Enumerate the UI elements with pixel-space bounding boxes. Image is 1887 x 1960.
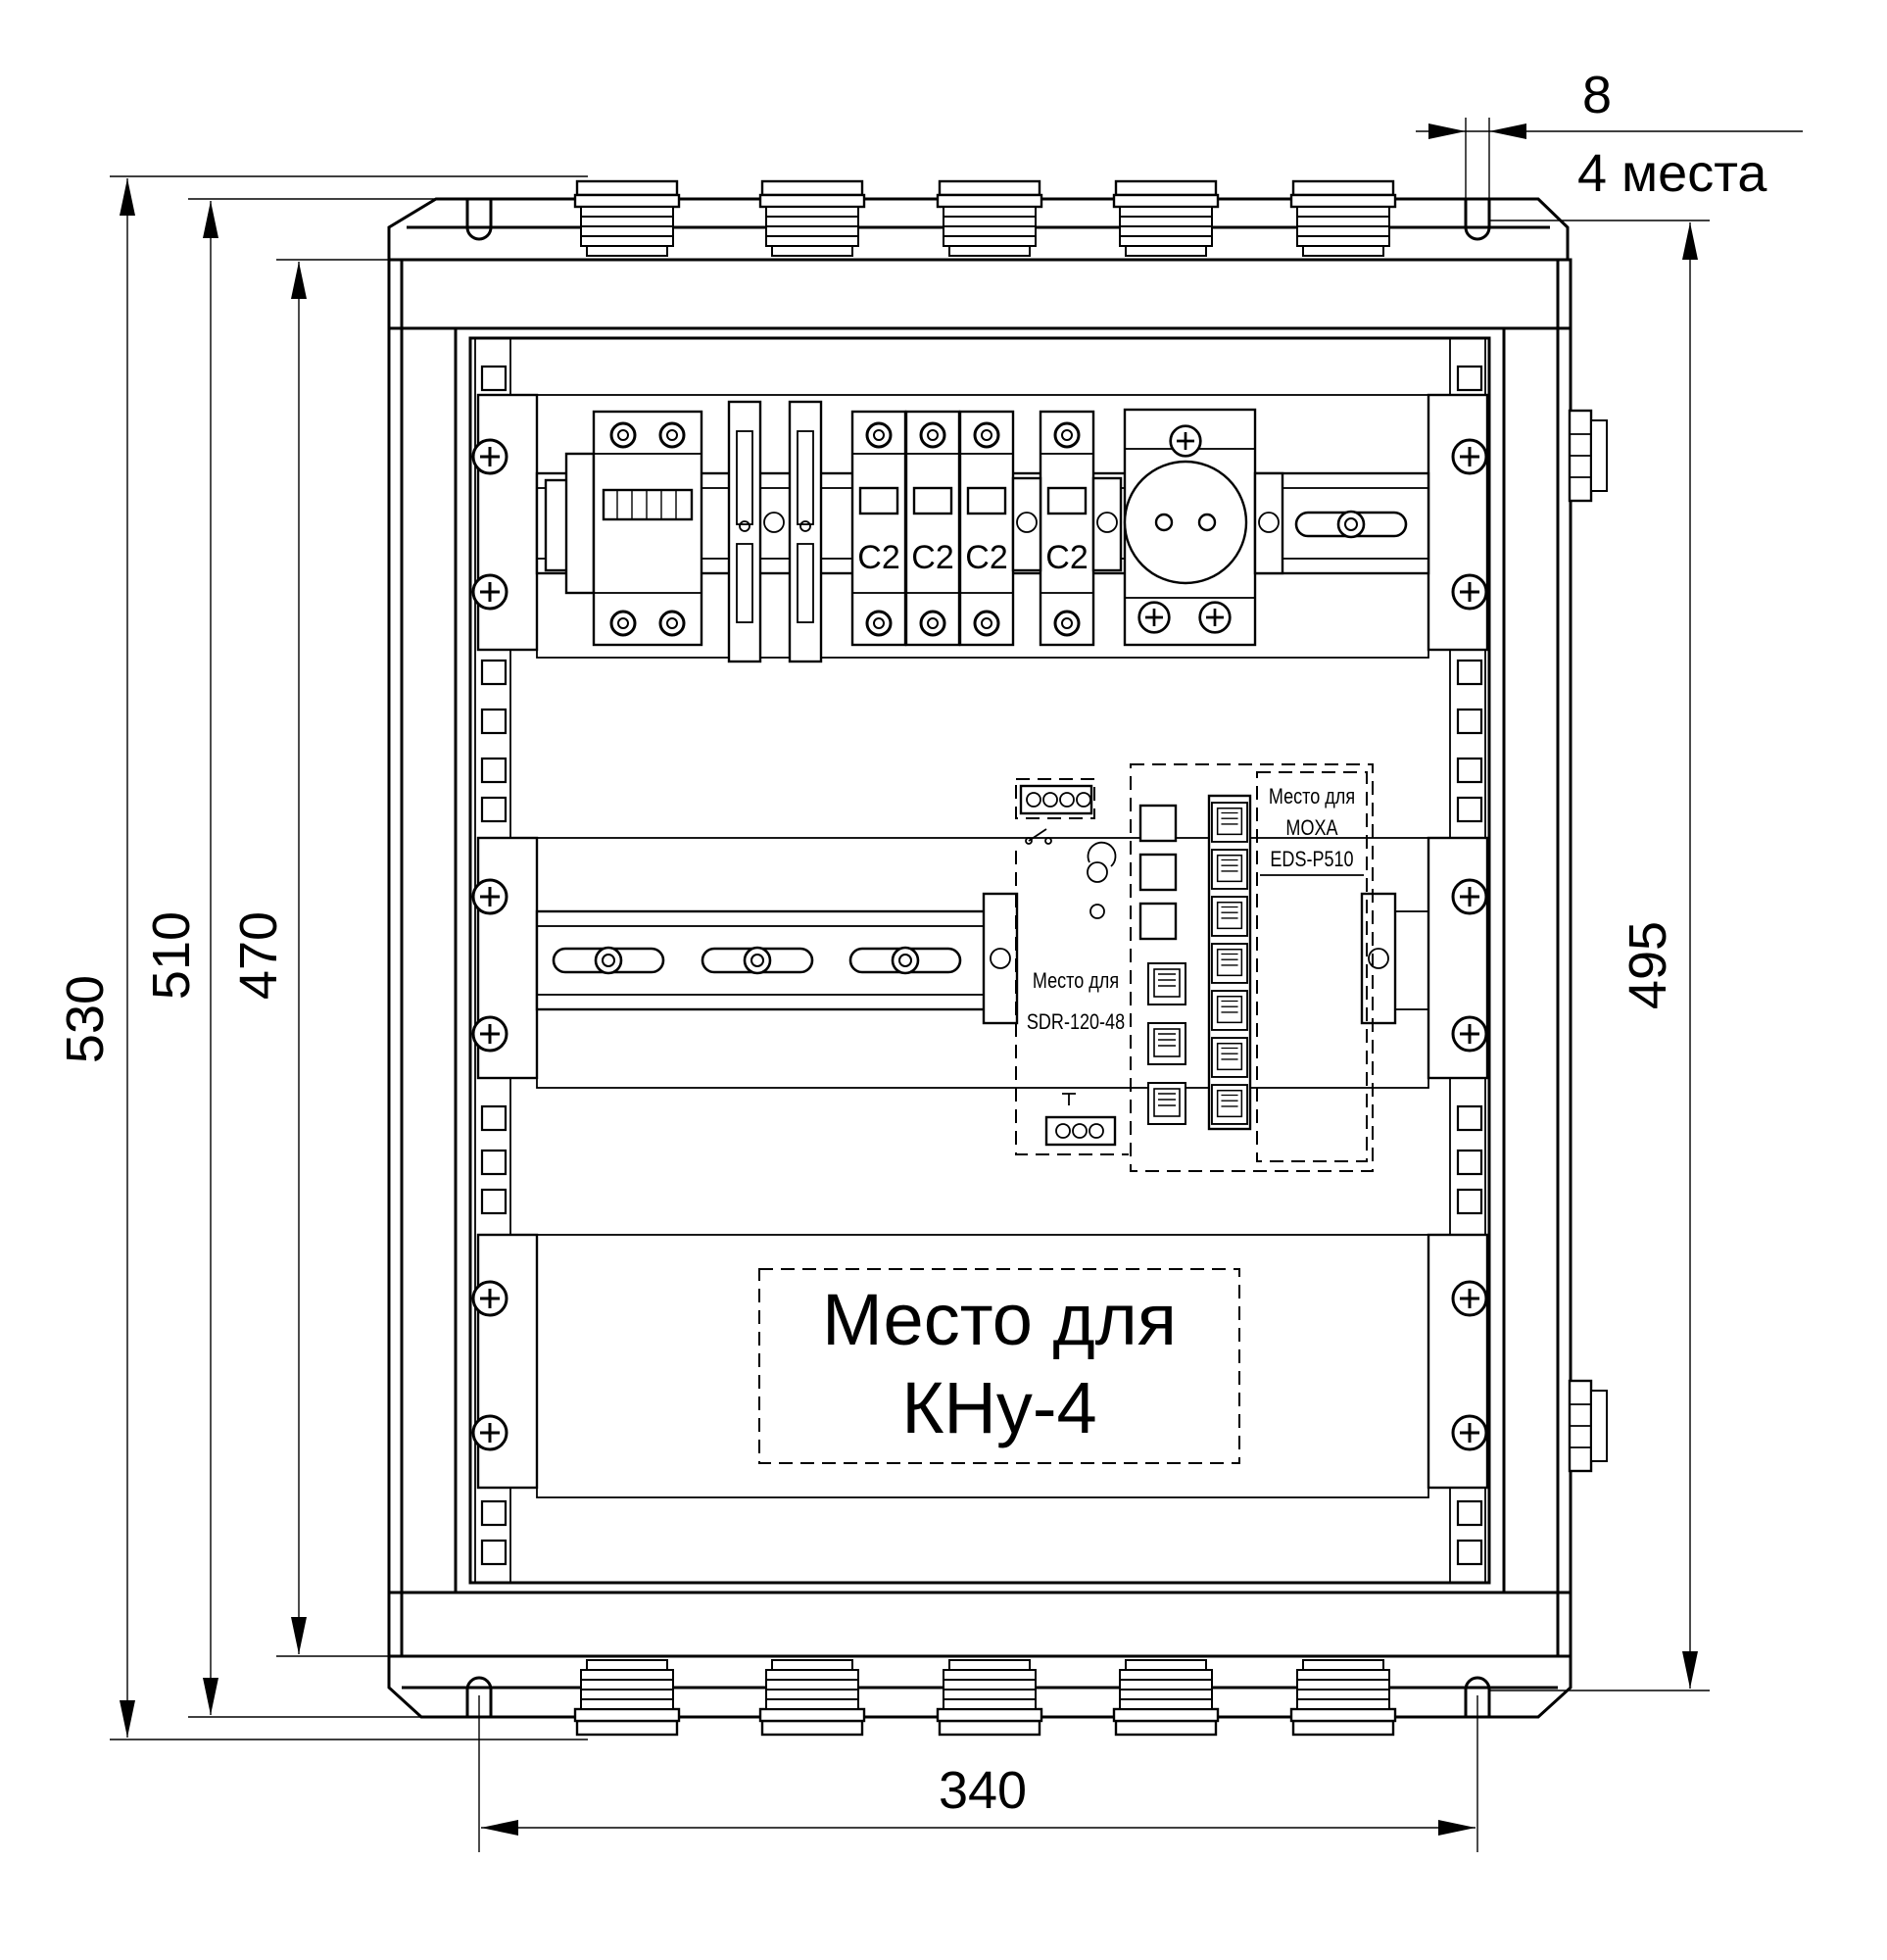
dimension-lines [110, 118, 1803, 1852]
top-mounting-panel: C2 C2 C2 C2 [471, 393, 1489, 663]
switch-label-line3: EDS-P510 [1270, 848, 1353, 871]
dim-body-height: 470 [229, 911, 288, 1000]
cable-glands-bottom [573, 1658, 1397, 1737]
breaker-label-2: C2 [911, 539, 953, 576]
bottom-mounting-panel: Место для КНу-4 [471, 1233, 1489, 1498]
psu-connector-top [1019, 784, 1093, 815]
psu-placeholder: Место для SDR-120-48 [1015, 778, 1129, 1155]
breaker-label-4: C2 [1045, 539, 1088, 576]
cable-glands-side [1568, 409, 1609, 1473]
cable-glands-top [573, 179, 1397, 258]
terminal-strip-1 [727, 400, 762, 663]
switch-placeholder: Место для MOXA EDS-P510 [1130, 763, 1374, 1172]
switch-label-line2: MOXA [1285, 816, 1338, 840]
dim-mount-width: 340 [939, 1761, 1027, 1820]
circuit-breakers: C2 C2 C2 C2 [850, 410, 1123, 647]
dim-flange-height: 510 [142, 911, 201, 1000]
dim-mount-height: 495 [1619, 921, 1677, 1009]
dim-slot-count: 4 места [1577, 144, 1767, 203]
switch-label-line1: Место для [1269, 785, 1355, 808]
breaker-label-3: C2 [965, 539, 1007, 576]
breaker-label-1: C2 [857, 539, 899, 576]
kny-label-line1: Место для [822, 1279, 1177, 1360]
psu-label-line2: SDR-120-48 [1027, 1010, 1125, 1034]
kny-label-line2: КНу-4 [901, 1367, 1096, 1448]
psu-label-line1: Место для [1033, 969, 1119, 993]
dim-overall-height: 530 [56, 975, 115, 1063]
middle-mounting-panel [471, 836, 1489, 1089]
main-switch [564, 410, 703, 647]
switch-ports [1207, 794, 1252, 1131]
dim-slot-width: 8 [1582, 66, 1612, 124]
psu-connector-bottom [1044, 1093, 1117, 1147]
terminal-strip-2 [788, 400, 823, 663]
dimension-labels: 530 510 470 495 340 8 4 места [56, 66, 1767, 1820]
power-socket [1123, 408, 1284, 647]
